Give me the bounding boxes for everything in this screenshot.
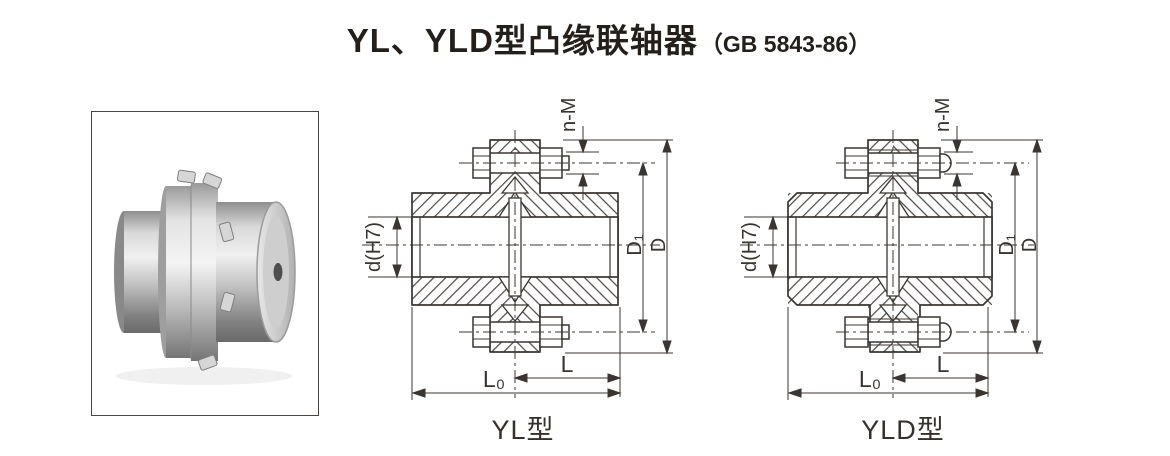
photo-flange-discs bbox=[158, 183, 218, 361]
yl-label-bore: d(H7) bbox=[363, 222, 385, 272]
yld-dimensions bbox=[744, 126, 1043, 400]
photo-flange-bolts bbox=[177, 169, 236, 371]
yl-label-total-len: L₀ bbox=[483, 366, 505, 392]
yl-label-bolt-circle: D₁ bbox=[624, 234, 646, 255]
yl-centerlines bbox=[362, 130, 660, 398]
page-title: YL、YLD型凸缘联轴器（GB 5843-86） bbox=[0, 14, 1170, 62]
yld-label-outer-dia: D bbox=[1019, 238, 1041, 252]
title-text: YL、YLD型凸缘联轴器 bbox=[346, 22, 698, 59]
yld-caption: YLD型 bbox=[861, 415, 945, 445]
title-standard-number: （GB 5843-86） bbox=[699, 31, 872, 57]
yl-label-bolts: n-M bbox=[558, 98, 580, 132]
photo-right-hub bbox=[216, 201, 296, 343]
yl-label-hub-len: L bbox=[561, 351, 574, 377]
yld-bottom-bolt bbox=[844, 316, 952, 348]
yld-centerlines bbox=[740, 130, 1034, 398]
yld-dimension-labels: d(H7) n-M D₁ D L L₀ bbox=[739, 98, 1041, 392]
yld-label-hub-len: L bbox=[937, 351, 950, 377]
yld-label-bolts: n-M bbox=[932, 98, 954, 132]
yl-label-outer-dia: D bbox=[648, 238, 670, 252]
coupling-photo bbox=[114, 169, 296, 385]
yld-label-bore: d(H7) bbox=[739, 222, 761, 272]
yl-dimension-labels: d(H7) n-M D₁ D L L₀ bbox=[363, 98, 670, 392]
yl-technical-drawing: d(H7) n-M D₁ D L L₀ bbox=[362, 98, 673, 400]
yld-label-bolt-circle: D₁ bbox=[996, 234, 1018, 255]
yl-dimensions bbox=[368, 126, 673, 400]
product-photo-frame bbox=[91, 111, 319, 416]
yl-body-outline bbox=[411, 139, 619, 353]
yld-technical-drawing: d(H7) n-M D₁ D L L₀ bbox=[739, 98, 1043, 400]
yl-caption: YL型 bbox=[491, 415, 555, 445]
photo-shadow bbox=[116, 367, 292, 385]
yld-joint-detail bbox=[875, 175, 911, 323]
yld-label-total-len: L₀ bbox=[859, 366, 881, 392]
